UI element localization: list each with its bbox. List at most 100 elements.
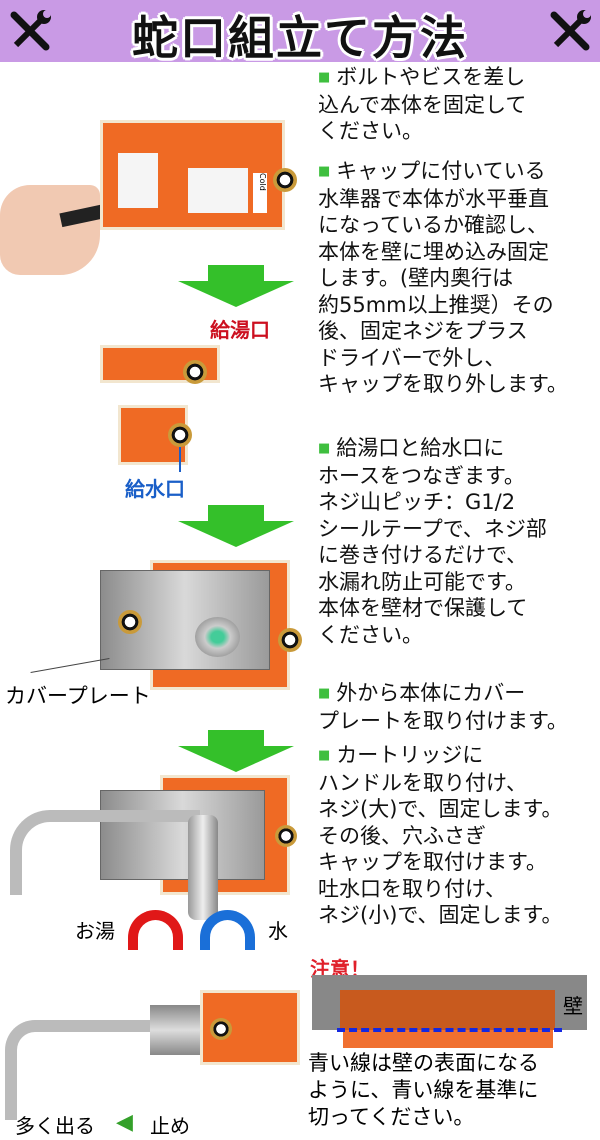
handle-image	[188, 815, 218, 920]
step-line: ハンドルを取り付け、	[318, 770, 562, 797]
cold-label: 水	[268, 919, 288, 943]
step-text: シールテープで、ネジ部	[318, 516, 547, 541]
caution-line: 青い線は壁の表面になる	[308, 1051, 539, 1075]
cold-turn-arrow-icon	[200, 910, 255, 950]
down-arrow-icon	[178, 730, 294, 772]
step-line: キャップを取付けます。	[318, 849, 562, 876]
caution-line: ように、青い線を基準に	[308, 1078, 539, 1102]
left-arrow-icon: ◀	[116, 1110, 133, 1135]
tools-icon	[10, 10, 51, 51]
outlet-fitting	[278, 628, 302, 652]
step-line: シールテープで、ネジ部	[318, 516, 547, 543]
step-text: ネジ山ピッチ：G1/2	[318, 490, 516, 514]
blue-reference-line	[337, 1028, 562, 1032]
step-line: 本体を壁材で保護して	[318, 595, 547, 622]
caution-text: 青い線は壁の表面になる ように、青い線を基準に 切ってください。	[308, 1050, 539, 1131]
spout-image	[10, 810, 200, 895]
hot-turn-arrow-icon	[128, 910, 183, 950]
handle-side-image	[150, 1005, 200, 1055]
bullet-icon: ■	[318, 70, 331, 85]
step-line: キャップを取り外します。	[318, 371, 568, 398]
step-line: プレートを取り付けます。	[318, 708, 568, 735]
step-text: 込んで本体を固定して	[318, 92, 527, 117]
step-text: カートリッジに	[336, 743, 484, 767]
step-1: ■ ボルトやビスを差し込んで本体を固定してください。	[318, 64, 526, 145]
step-text: 水準器で本体が水平垂直	[318, 186, 549, 211]
bullet-icon: ■	[318, 164, 331, 179]
step-line: ネジ(小)で、固定します。	[318, 902, 562, 929]
step-text: ハンドルを取り付け、	[318, 770, 527, 795]
page-title: 蛇口組立て方法	[132, 11, 468, 65]
cartridge-image	[195, 617, 240, 657]
step-line: ください。	[318, 118, 526, 145]
step-text: キャップを取付けます。	[318, 850, 547, 874]
tools-icon	[550, 10, 591, 51]
step-line: 後、固定ネジをプラス	[318, 318, 568, 345]
step-text: プレートを取り付けます。	[318, 708, 568, 733]
step-text: キャップに付いている	[336, 159, 546, 183]
pointer-line	[30, 658, 110, 673]
bullet-icon: ■	[318, 686, 331, 701]
bullet-icon: ■	[318, 748, 331, 763]
step-line: ネジ山ピッチ：G1/2	[318, 489, 547, 516]
outlet-fitting	[275, 825, 297, 847]
step-text: ボルトやビスを差し	[336, 65, 526, 89]
step-2: ■ キャップに付いている水準器で本体が水平垂直になっているか確認し、本体を壁に埋め…	[318, 158, 568, 398]
step-line: 吐水口を取り付け、	[318, 876, 562, 903]
step-text: キャップを取り外します。	[318, 372, 568, 396]
stop-label: 止め	[150, 1114, 190, 1138]
step-text: 水漏れ防止可能です。	[318, 569, 526, 594]
step-line: ■ カートリッジに	[318, 742, 562, 770]
step-text: します。(壁内奥行は	[318, 266, 514, 290]
step-text: になっているか確認し、	[318, 213, 548, 237]
more-flow-label: 多く出る	[15, 1114, 95, 1138]
step-text: 吐水口を取り付け、	[318, 876, 506, 901]
step-line: 水準器で本体が水平垂直	[318, 186, 568, 213]
step-line: 約55mm以上推奨）その	[318, 292, 568, 319]
hand-image	[0, 185, 100, 275]
step-line: ■給湯口と給水口に	[318, 435, 547, 463]
step-line: ■ ボルトやビスを差し	[318, 64, 526, 92]
caution-line: 切ってください。	[308, 1105, 475, 1129]
step-text: 本体を壁材で保護して	[318, 596, 528, 620]
step-text: その後、穴ふさぎ	[318, 823, 486, 848]
step-5: ■ カートリッジにハンドルを取り付け、ネジ(大)で、固定します。その後、穴ふさぎキ…	[318, 742, 562, 929]
step-text: に巻き付けるだけで、	[318, 543, 528, 567]
step-text: ホースをつなぎます。	[318, 463, 525, 488]
step-text: ください。	[318, 119, 423, 143]
step-line: 水漏れ防止可能です。	[318, 569, 547, 596]
fitting	[210, 1018, 232, 1040]
step-line: 込んで本体を固定して	[318, 92, 526, 119]
hot-inlet-label: 給湯口	[210, 318, 270, 342]
step-text: ネジ(大)で、固定します。	[318, 797, 563, 821]
cold-tag: Cold	[253, 173, 267, 213]
step-text: 後、固定ネジをプラス	[318, 319, 528, 343]
step-line: に巻き付けるだけで、	[318, 542, 547, 569]
step-text: ネジ(小)で、固定します。	[318, 903, 563, 927]
valve-exposed-image	[343, 1030, 553, 1048]
step-text: 給湯口と給水口に	[336, 436, 505, 460]
step-line: になっているか確認し、	[318, 212, 568, 239]
down-arrow-icon	[178, 505, 294, 547]
pointer-line	[179, 447, 181, 472]
inlet-fitting	[273, 168, 297, 192]
step-line: ネジ(大)で、固定します。	[318, 796, 562, 823]
hot-label: お湯	[75, 919, 115, 943]
step-line: します。(壁内奥行は	[318, 265, 568, 292]
cover-plate-label: カバープレート	[5, 684, 151, 708]
cartridge-fitting	[118, 610, 142, 634]
step-line: ホースをつなぎます。	[318, 463, 547, 490]
step-line: 本体を壁に埋め込み固定	[318, 239, 568, 266]
step-4: ■ 外から本体にカバープレートを取り付けます。	[318, 680, 568, 734]
step-line: その後、穴ふさぎ	[318, 823, 562, 850]
cold-inlet-fitting	[168, 423, 192, 447]
wall-label: 壁	[563, 994, 583, 1018]
step-line: ドライバーで外し、	[318, 345, 568, 372]
valve-body-image	[340, 990, 555, 1030]
spout-image	[5, 1020, 195, 1120]
valve-body-image: Cold	[100, 120, 285, 230]
step-text: 約55mm以上推奨）その	[318, 292, 554, 317]
step-text: 外から本体にカバー	[336, 681, 526, 705]
step-line: ■ 外から本体にカバー	[318, 680, 568, 708]
